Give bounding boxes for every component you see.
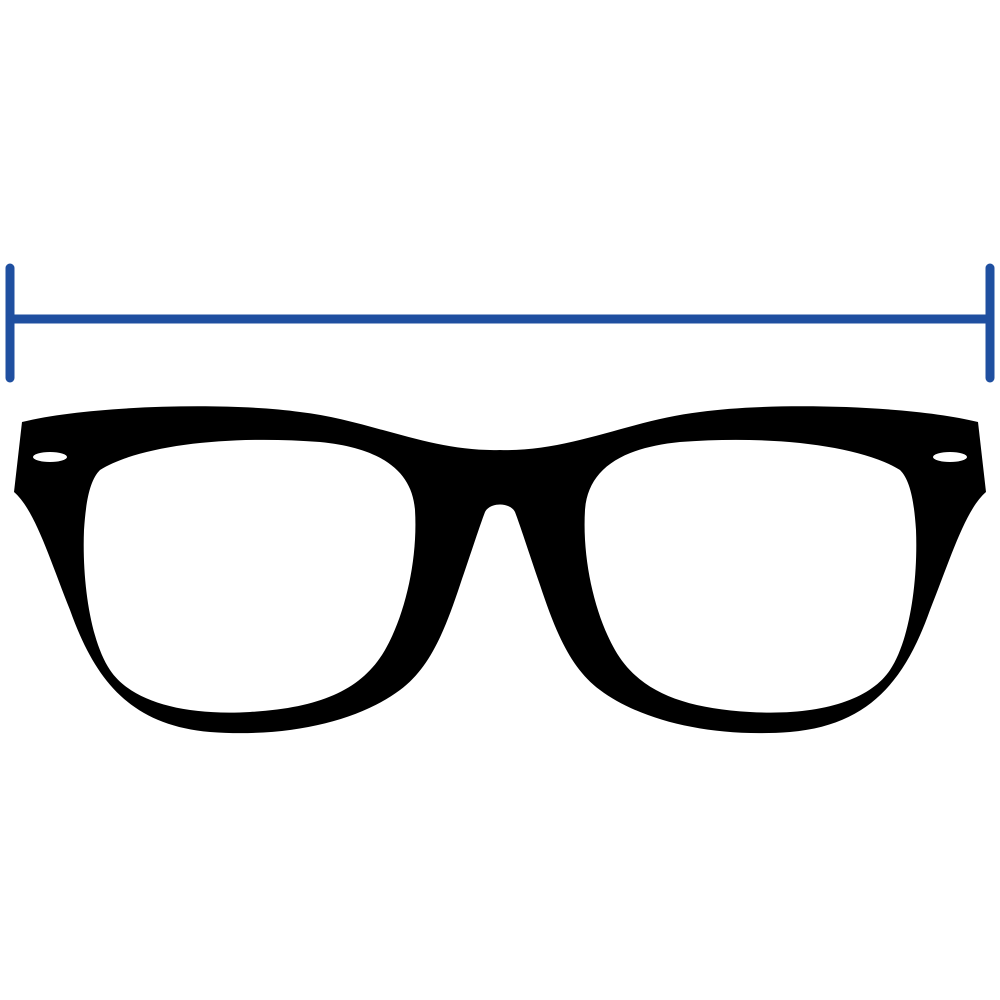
eyeglasses-icon	[14, 406, 986, 734]
left-hinge-rivet	[33, 452, 67, 462]
right-hinge-rivet	[933, 452, 967, 462]
eyeglasses-frame	[14, 406, 986, 734]
width-dimension-line	[5, 263, 995, 383]
